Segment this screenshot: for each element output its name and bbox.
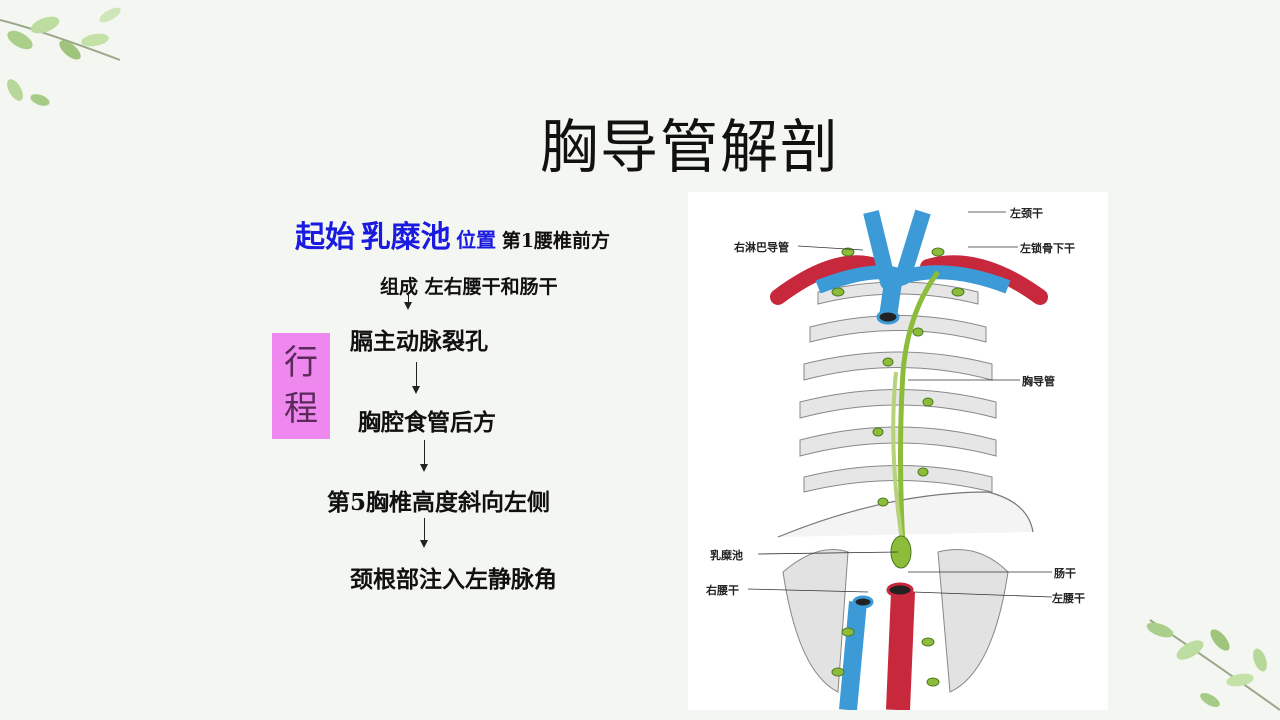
label-left-jugular-trunk: 左颈干 xyxy=(1010,207,1043,220)
arrow-down-icon xyxy=(412,362,420,394)
label-right-lumbar-trunk: 右腰干 xyxy=(706,584,739,597)
page-title: 胸导管解剖 xyxy=(539,113,840,181)
label-cisterna-chyli: 乳糜池 xyxy=(710,549,743,562)
arrow-down-icon xyxy=(404,294,412,310)
label-left-lumbar-trunk: 左腰干 xyxy=(1052,592,1085,605)
position-label: 位置 xyxy=(456,228,497,252)
leaf-decoration-bottom-right xyxy=(1146,619,1280,711)
position-value: 第1腰椎前方 xyxy=(501,230,610,252)
origin-label: 起始 xyxy=(295,220,355,255)
composition-text: 组成 左右腰干和肠干 xyxy=(380,276,558,298)
course-badge-char-1: 行 xyxy=(284,343,318,383)
course-badge: 行 程 xyxy=(272,333,330,439)
course-step-1: 膈主动脉裂孔 xyxy=(350,328,488,355)
anatomy-drawing xyxy=(747,209,1053,711)
label-left-subclavian-trunk: 左锁骨下干 xyxy=(1020,242,1075,255)
thoracic-duct-illustration: 左颈干 右淋巴导管 左锁骨下干 胸导管 乳糜池 肠干 右腰干 左腰干 xyxy=(688,192,1108,711)
leaf-decoration-top-left xyxy=(0,7,121,106)
arrow-down-icon xyxy=(420,440,428,472)
course-badge-char-2: 程 xyxy=(284,389,318,429)
origin-row: 起始 乳糜池 位置 第1腰椎前方 xyxy=(295,212,610,256)
label-thoracic-duct: 胸导管 xyxy=(1022,375,1055,388)
course-step-3: 第5胸椎高度斜向左侧 xyxy=(327,489,551,516)
course-step-4: 颈根部注入左静脉角 xyxy=(350,566,557,593)
label-right-lymphatic-duct: 右淋巴导管 xyxy=(734,241,789,254)
origin-structure: 乳糜池 xyxy=(360,220,451,255)
label-intestinal-trunk: 肠干 xyxy=(1054,567,1076,580)
course-step-2: 胸腔食管后方 xyxy=(358,409,496,436)
arrow-down-icon xyxy=(420,518,428,548)
